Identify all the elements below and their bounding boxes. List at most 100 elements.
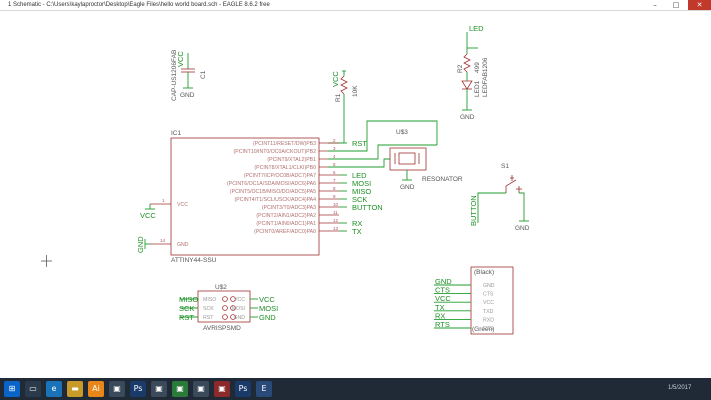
u2-right-pin-label: VCC bbox=[234, 297, 245, 303]
ic1-pin-label: (PCINT0/AREF/ADC0)PA0 bbox=[254, 229, 316, 235]
start-button[interactable]: ⊞ bbox=[4, 381, 20, 397]
minimize-button[interactable]: – bbox=[653, 1, 657, 9]
u2-left-pin-label: MISO bbox=[203, 297, 216, 303]
r1-supply-label: VCC bbox=[331, 71, 340, 87]
u2-name-label: U$2 bbox=[215, 284, 227, 291]
u2-left-net-label: MISO bbox=[179, 295, 198, 304]
resonator-u3[interactable]: U$3 RESONATOR GND bbox=[328, 120, 463, 191]
ic1-pin-label: (PCINT7/ICP/OC0B/ADC7)PA7 bbox=[244, 173, 316, 179]
ic1-net-label: LED bbox=[352, 171, 367, 180]
ic1-pin-num-vcc: 1 bbox=[162, 198, 165, 203]
ic1-pin-num-gnd: 14 bbox=[160, 238, 166, 243]
u2-pad-right bbox=[230, 314, 236, 320]
ic1-name-label: IC1 bbox=[171, 130, 182, 137]
gnd-net-label: GND bbox=[136, 236, 145, 253]
taskbar-app-3[interactable]: ▣ bbox=[172, 381, 188, 397]
ftdi-net-label: CTS bbox=[435, 286, 450, 295]
u2-right-net-label: GND bbox=[259, 313, 276, 322]
taskbar-app-photoshop[interactable]: Ps bbox=[130, 381, 146, 397]
app-icon: ▣ bbox=[197, 384, 205, 393]
taskbar-app-4[interactable]: ▣ bbox=[193, 381, 209, 397]
r2-name-label: R2 bbox=[457, 64, 464, 73]
ic1-net-label: SCK bbox=[352, 195, 367, 204]
app-icon: Ps bbox=[238, 384, 248, 393]
u2-pad-right bbox=[230, 296, 236, 302]
ic1-pin-number: 10 bbox=[333, 202, 339, 207]
taskbar-app-5[interactable]: ▣ bbox=[214, 381, 230, 397]
ic1-net-label: MOSI bbox=[352, 179, 371, 188]
photoshop-icon: Ps bbox=[133, 384, 143, 393]
led-branch[interactable]: LED R2 499 LED1 LEDFAB1206 GND bbox=[457, 24, 489, 121]
ftdi-net-label: RX bbox=[435, 311, 445, 320]
led-net-label: LED bbox=[469, 24, 484, 33]
app-icon: ▣ bbox=[155, 384, 163, 393]
ic1-pin-number: 2 bbox=[333, 138, 336, 143]
u2-right-net-label: MOSI bbox=[259, 304, 278, 313]
ftdi-pin-label: VCC bbox=[483, 300, 494, 306]
led-value-label: LEDFAB1206 bbox=[482, 57, 489, 97]
u2-left-pin-label: SCK bbox=[203, 306, 214, 312]
ic1-pin-label: (PCINT5/OC1B/MISO/DO/ADC5)PA5 bbox=[230, 189, 316, 195]
ic1-pin-label: (PCINT6/OC1A/SDA/MOSI/ADC6)PA6 bbox=[227, 181, 316, 187]
ftdi-net-label: TX bbox=[435, 303, 445, 312]
ftdi-top-label: (Black) bbox=[474, 269, 494, 276]
u2-pad-left bbox=[222, 314, 228, 320]
u2-left-net-label: RST bbox=[179, 313, 194, 322]
ftdi-pin-label: RTS bbox=[483, 326, 494, 332]
ic1-pin-label: (PCINT9/XTAL2)PB1 bbox=[267, 157, 316, 163]
ic1-net-label: TX bbox=[352, 227, 362, 236]
u2-left-net-label: SCK bbox=[179, 304, 194, 313]
led-name-label: LED1 bbox=[474, 80, 481, 97]
u2-pad-right bbox=[230, 305, 236, 311]
resistor-r1[interactable]: VCC R1 10K bbox=[328, 70, 359, 144]
ic1-pin-number: 12 bbox=[333, 218, 339, 223]
close-button[interactable]: ✕ bbox=[688, 0, 711, 10]
task-view-button[interactable]: ▭ bbox=[25, 381, 41, 397]
windows-logo-icon: ⊞ bbox=[8, 384, 16, 393]
u2-left-pin-label: RST bbox=[203, 315, 214, 321]
u2-right-net-label: VCC bbox=[259, 295, 275, 304]
ftdi-pin-label: RXD bbox=[483, 317, 494, 323]
ftdi-net-label: VCC bbox=[435, 294, 451, 303]
u3-gnd-label: GND bbox=[400, 184, 415, 191]
r1-value-label: 10K bbox=[352, 85, 359, 97]
led-gnd-label: GND bbox=[460, 114, 475, 121]
maximize-button[interactable]: □ bbox=[672, 1, 680, 9]
taskbar-app-explorer[interactable]: ▬ bbox=[67, 381, 83, 397]
ic1-net-label: BUTTON bbox=[352, 203, 383, 212]
ic1-pin-number: 8 bbox=[333, 186, 336, 191]
ftdi-net-label: GND bbox=[435, 277, 452, 286]
ic1-gnd-pin: GND bbox=[177, 242, 189, 248]
illustrator-icon: Ai bbox=[92, 384, 100, 393]
ic1-pin-number: 5 bbox=[333, 162, 336, 167]
capacitor-c1[interactable]: VCC CAP-US1206FAB C1 GND bbox=[171, 50, 207, 101]
ic1-value-label: ATTINY44-SSU bbox=[171, 257, 217, 264]
taskbar-app-eagle[interactable]: E bbox=[256, 381, 272, 397]
ftdi-pin-label: CTS bbox=[483, 292, 494, 298]
switch-s1[interactable]: S1 BUTTON GND bbox=[469, 163, 530, 232]
schematic-canvas[interactable]: .sym { stroke:#a03030; fill:none; stroke… bbox=[0, 11, 711, 378]
vcc-net-label: VCC bbox=[140, 211, 156, 220]
ic1-pin-label: (PCINT8/XTAL1/CLKI)PB0 bbox=[254, 165, 316, 171]
ic1-pin-number: 4 bbox=[333, 154, 336, 159]
s1-name-label: S1 bbox=[501, 163, 509, 170]
ftdi-bottom-label: (Green) bbox=[472, 326, 494, 333]
windows-taskbar: ⊞ ▭ e ▬ Ai ▣ Ps ▣ ▣ ▣ ▣ Ps E 1/5/2017 bbox=[0, 378, 711, 400]
taskbar-app-ie[interactable]: e bbox=[46, 381, 62, 397]
taskbar-app-6[interactable]: Ps bbox=[235, 381, 251, 397]
ic1-net-label: RX bbox=[352, 219, 362, 228]
app-icon: ▣ bbox=[218, 384, 226, 393]
ftdi-pin-label: GND bbox=[483, 283, 495, 289]
window-title: 1 Schematic - C:\Users\kaylaproctor\Desk… bbox=[8, 2, 270, 8]
taskbar-app-illustrator[interactable]: Ai bbox=[88, 381, 104, 397]
r2-value-label: 499 bbox=[474, 62, 481, 73]
taskbar-app-2[interactable]: ▣ bbox=[151, 381, 167, 397]
taskbar-app-1[interactable]: ▣ bbox=[109, 381, 125, 397]
c1-gnd-label: GND bbox=[180, 92, 195, 99]
u2-right-pin-label: MOSI bbox=[232, 306, 245, 312]
ic1-pin-number: 13 bbox=[333, 226, 339, 231]
ic1-vcc-pin: VCC bbox=[177, 202, 188, 208]
